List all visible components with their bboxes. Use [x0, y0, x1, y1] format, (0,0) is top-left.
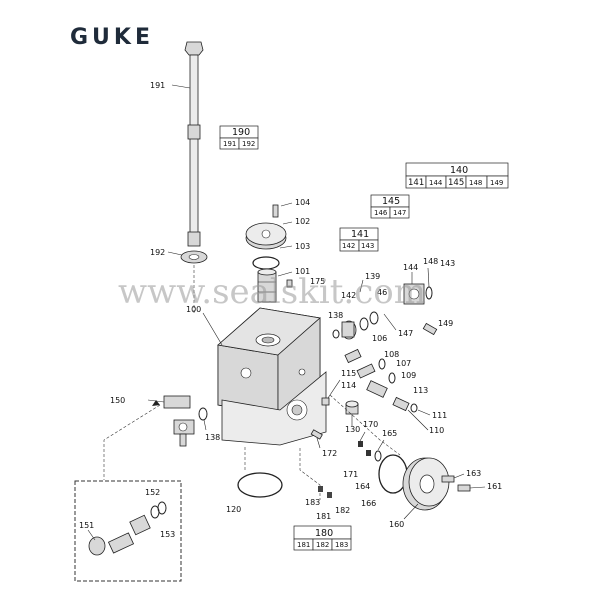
label-171: 171: [343, 470, 358, 479]
label-192: 192: [150, 248, 165, 257]
label-182: 182: [335, 506, 350, 515]
group-145-title: 145: [382, 196, 400, 207]
detail-box: [74, 480, 182, 582]
label-191: 191: [150, 81, 165, 90]
label-175: 175: [310, 277, 325, 286]
group-190-cell: 191: [223, 140, 236, 148]
label-120: 120: [226, 505, 241, 514]
part-101-sleeve: [257, 268, 277, 303]
group-180-cell: 183: [335, 541, 348, 549]
part-149-plug: [422, 322, 438, 336]
label-143: 143: [440, 259, 455, 268]
group-145-cell: 147: [393, 209, 406, 217]
group-180-cell: 182: [316, 541, 329, 549]
label-165: 165: [382, 429, 397, 438]
brand-logo: GUKE: [70, 25, 154, 50]
label-111: 111: [432, 411, 447, 420]
label-113: 113: [413, 386, 428, 395]
label-152: 152: [145, 488, 160, 497]
label-166: 166: [361, 499, 376, 508]
label-107: 107: [396, 359, 411, 368]
group-180-cell: 181: [297, 541, 310, 549]
label-110: 110: [429, 426, 444, 435]
group-140-cell: 149: [490, 179, 503, 187]
group-141-cell: 142: [342, 242, 355, 250]
group-190-cell: 192: [242, 140, 255, 148]
label-172: 172: [322, 449, 337, 458]
group-145-table: 145 146 147: [370, 194, 410, 219]
label-138a: 138: [328, 311, 343, 320]
label-160: 160: [389, 520, 404, 529]
part-106-plug-group: [344, 348, 418, 413]
label-102: 102: [295, 217, 310, 226]
part-120-oring: [237, 472, 283, 498]
label-101: 101: [295, 267, 310, 276]
label-144: 144: [403, 263, 418, 272]
part-142-valve: [341, 311, 379, 340]
part-100-valve-body: [217, 307, 327, 446]
label-103: 103: [295, 242, 310, 251]
label-138b: 138: [205, 433, 220, 442]
label-106: 106: [372, 334, 387, 343]
label-109: 109: [401, 371, 416, 380]
label-163: 163: [466, 469, 481, 478]
group-140-title: 140: [450, 165, 468, 176]
group-180-table: 180 181 182 183: [293, 525, 352, 551]
label-115: 115: [341, 369, 356, 378]
label-114: 114: [341, 381, 356, 390]
part-170-plugs: [358, 441, 382, 462]
part-183-plugs: [318, 486, 332, 498]
part-175-pin: [286, 279, 293, 288]
label-164: 164: [355, 482, 370, 491]
label-151: 151: [79, 521, 94, 530]
part-172-pin: [310, 429, 323, 440]
label-153: 153: [160, 530, 175, 539]
group-190-table: 190 191 192: [219, 125, 259, 150]
label-161: 161: [487, 482, 502, 491]
group-145-cell: 146: [374, 209, 388, 217]
watermark-text: www.sealskit.com: [118, 272, 426, 312]
label-108: 108: [384, 350, 399, 359]
label-183: 183: [305, 498, 320, 507]
label-142: 142: [341, 291, 356, 300]
group-141-title: 141: [351, 229, 369, 240]
group-140-cell: 148: [469, 179, 482, 187]
label-150: 150: [110, 396, 125, 405]
label-149: 149: [438, 319, 453, 328]
label-46: 46: [377, 288, 387, 297]
label-104: 104: [295, 198, 310, 207]
part-192-washer: [180, 250, 208, 264]
group-141-cell: 143: [361, 242, 374, 250]
label-148: 148: [423, 257, 438, 266]
part-160-end-cover: [402, 457, 471, 511]
group-190-title: 190: [232, 127, 250, 138]
group-180-title: 180: [315, 528, 333, 539]
label-100: 100: [186, 305, 201, 314]
group-140-cell: 144: [429, 179, 443, 187]
group-140-cell: 145: [448, 178, 464, 188]
label-139: 139: [365, 272, 380, 281]
group-140-cell: 141: [408, 178, 424, 188]
part-191-rod: [184, 41, 204, 247]
label-147: 147: [398, 329, 413, 338]
part-150-valve: [163, 395, 208, 447]
part-144-elbow: [403, 283, 433, 305]
part-114-fitting: [321, 397, 359, 415]
label-130: 130: [345, 425, 360, 434]
label-170: 170: [363, 420, 378, 429]
group-141-table: 141 142 143: [339, 227, 379, 252]
part-102-cover: [245, 204, 287, 270]
label-181: 181: [316, 512, 331, 521]
group-140-table: 140 141 144 145 148 149: [405, 162, 509, 189]
